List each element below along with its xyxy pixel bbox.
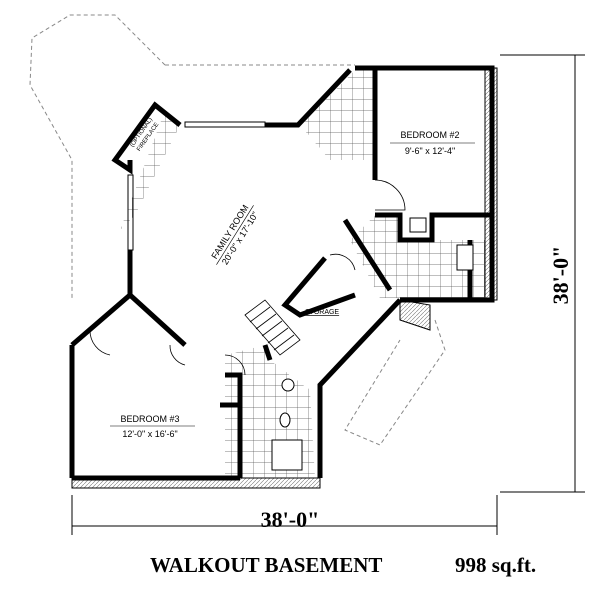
fixtures [271, 217, 474, 471]
svg-text:9'-6" x 12'-4": 9'-6" x 12'-4" [405, 146, 455, 156]
room-label-family-room: FAMILY ROOM 20'-0" x 17'-10" [209, 203, 260, 266]
dimension-depth-label: 38'-0" [548, 246, 573, 305]
windows [69, 121, 266, 461]
walls [69, 65, 495, 481]
door-swings [89, 179, 406, 376]
stairs [244, 299, 301, 356]
dimension-line-width [71, 495, 498, 535]
svg-text:BEDROOM #2: BEDROOM #2 [400, 130, 459, 140]
room-label-bedroom-2: BEDROOM #2 9'-6" x 12'-4" [390, 130, 475, 156]
plan-title: WALKOUT BASEMENT [150, 553, 382, 577]
room-label-storage: STORAGE [305, 309, 339, 316]
svg-text:12'-0" x 16'-6": 12'-0" x 16'-6" [122, 429, 177, 439]
dimension-width-label: 38'-0" [261, 507, 320, 532]
room-label-bedroom-3: BEDROOM #3 12'-0" x 16'-6" [110, 414, 195, 439]
dimension-line-depth [500, 54, 585, 493]
svg-text:BEDROOM #3: BEDROOM #3 [120, 414, 179, 424]
deck-outline [29, 14, 446, 446]
plan-area: 998 sq.ft. [455, 553, 536, 577]
